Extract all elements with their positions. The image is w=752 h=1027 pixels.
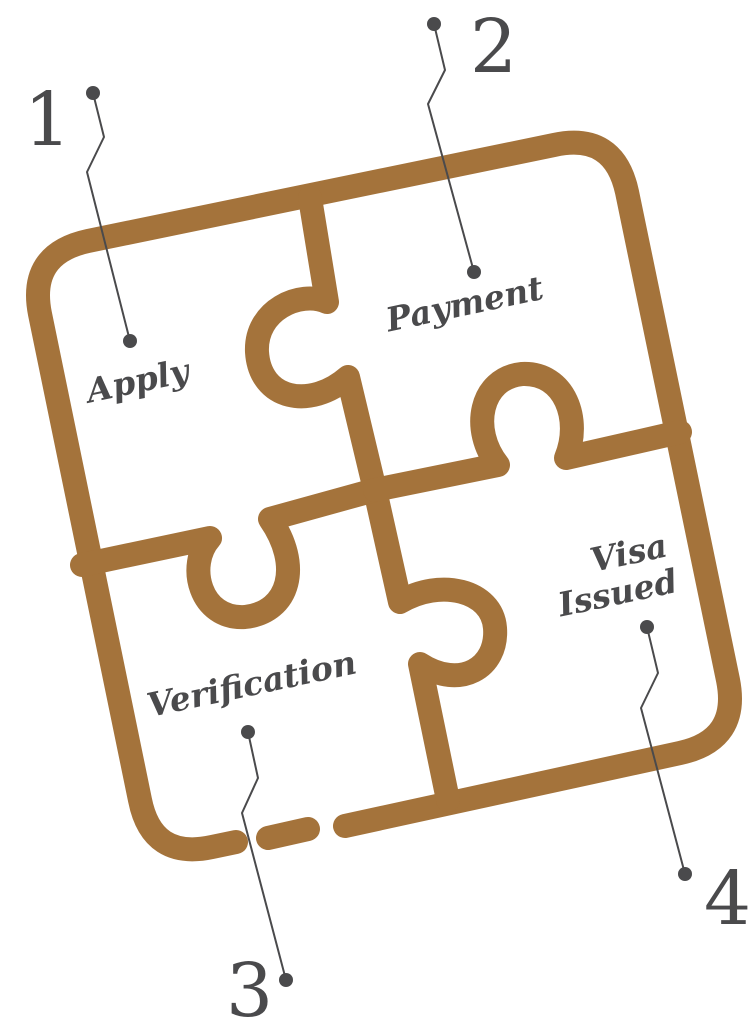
leader-dot-1-end [123,334,137,348]
leader-dot-2-top [427,17,441,31]
leader-line-3 [241,731,287,981]
piece-label-payment: Payment [382,268,547,340]
leader-dot-3-end [279,973,293,987]
step-number-3: 3 [226,948,273,1027]
step-number-4: 4 [704,856,751,942]
leader-dot-2-end [467,265,481,279]
leader-dot-1-top [86,86,100,100]
piece-label-apply: Apply [80,350,195,411]
step-number-2: 2 [470,4,517,90]
leader-line-1 [86,92,131,342]
frame-dash [256,817,320,850]
leader-dot-4-top [640,620,654,634]
leader-dot-3-top [241,725,255,739]
puzzle-outer-frame [26,130,742,862]
seam-right [363,362,692,502]
piece-label-verification: Verification [144,643,360,725]
step-numbers-group: 1 2 3 4 [24,4,751,1027]
seam-top [245,186,387,502]
leader-lines-group [86,23,686,981]
step-number-1: 1 [24,77,71,163]
leader-line-4 [640,626,686,875]
seam-bottom [363,478,508,812]
puzzle-frame-group [26,130,742,862]
seam-left [70,478,387,629]
leader-dots-group [86,17,692,987]
leader-line-2 [427,23,475,273]
leader-dot-4-end [678,867,692,881]
